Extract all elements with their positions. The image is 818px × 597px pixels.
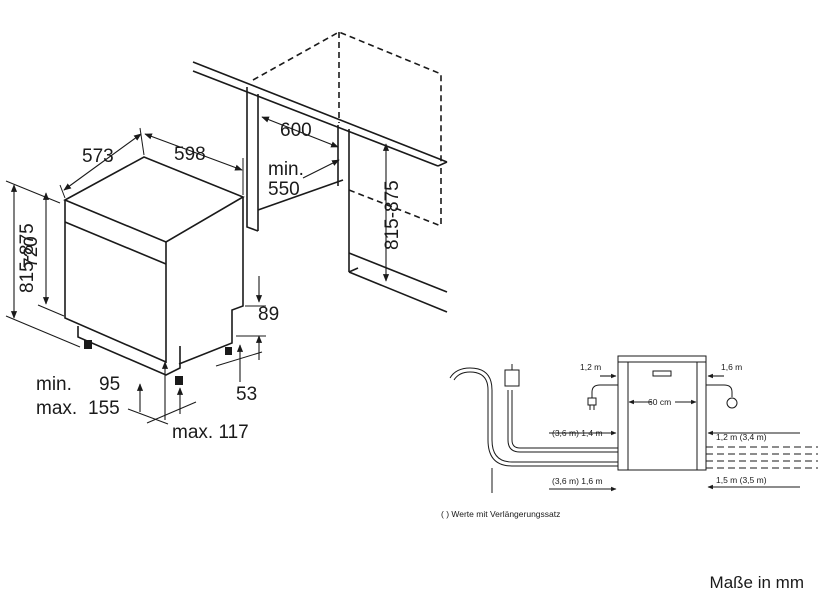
unit-panel [652, 370, 672, 377]
niche-floor-left [257, 179, 344, 211]
left-inlet-label: (3,6 m) 1,4 m [552, 428, 603, 438]
floor-line-upper [348, 252, 448, 293]
niche-height-label: 815-875 [382, 180, 403, 250]
plinth-max-value: 155 [88, 398, 120, 419]
plinth-min-value: 95 [99, 374, 120, 395]
foot-offset-label: 53 [236, 384, 257, 405]
plinth-height-label: 89 [258, 304, 279, 325]
left-inlet-hose-inner [507, 390, 618, 453]
foot-front-right [175, 376, 183, 385]
plinth [77, 326, 181, 376]
units-note: Maße in mm [709, 573, 804, 592]
ext-line-573b [139, 127, 145, 156]
depth-550-dimension [302, 159, 340, 179]
width-598-dimension [144, 133, 243, 171]
left-cord-label: 1,2 m [580, 362, 601, 372]
foot-front-left [84, 340, 92, 349]
min-depth-value: 550 [268, 179, 300, 200]
worktop-top-edge [192, 61, 448, 163]
left-drain-hose-outer [449, 367, 618, 463]
min-depth-label: min. [268, 159, 304, 180]
right-inlet-label: 1,2 m (3,4 m) [716, 432, 767, 442]
body-height-label: 720 [21, 236, 42, 268]
width-600-dimension [261, 116, 339, 148]
worktop-end [437, 161, 448, 167]
left-drain-hose-inner [453, 371, 618, 467]
door-clearance-label: max. 117 [172, 422, 249, 443]
unit-outline [617, 355, 707, 471]
left-plug [587, 397, 597, 406]
ext-line-573a [59, 184, 66, 199]
panel-foot [348, 267, 359, 273]
width-598-label: 598 [174, 144, 206, 165]
left-cabinet-panel [246, 87, 259, 232]
ext-line-720 [37, 304, 65, 317]
dishwasher: 573 598 815-875 720 89 min. 95 max. 155 … [5, 127, 279, 443]
control-panel-lower-edge [64, 221, 167, 265]
plinth-min-label: min. [36, 374, 72, 395]
right-drain-label: 1,5 m (3,5 m) [716, 475, 767, 485]
total-height-label: 815-875 [17, 223, 38, 293]
dishwasher-side [178, 197, 244, 365]
extension-note: ( ) Werte mit Verlängerungssatz [441, 509, 560, 519]
socket-icon [726, 397, 738, 409]
depth-573-dimension [63, 133, 142, 191]
niche-width-label: 600 [280, 120, 312, 141]
floor-line-lower [348, 271, 448, 313]
depth-573-label: 573 [82, 146, 114, 167]
worktop-bottom-edge [192, 70, 439, 167]
connection-diagram: 60 cm 1,2 m 1,6 m (3,6 m) 1,4 m (3,6 m) … [441, 355, 818, 519]
left-inlet-hose-outer [511, 390, 618, 449]
right-power-cord [706, 384, 733, 397]
niche-rear-floor [348, 189, 442, 227]
ext-line-95 [127, 408, 169, 425]
installation-niche: 600 min. 550 815-875 [192, 31, 448, 313]
foot-rear-right [225, 347, 232, 355]
ext-line-53 [215, 351, 263, 367]
unit-width-label: 60 cm [648, 397, 671, 407]
ext-line-815b [5, 315, 81, 348]
left-power-cord [591, 384, 618, 398]
left-drain-label: (3,6 m) 1,6 m [552, 476, 603, 486]
ext-line-117 [146, 401, 197, 424]
upper-cabinet-outline [252, 31, 442, 162]
water-tap [504, 369, 520, 387]
right-cord-label: 1,6 m [721, 362, 742, 372]
plinth-max-label: max. [36, 398, 77, 419]
